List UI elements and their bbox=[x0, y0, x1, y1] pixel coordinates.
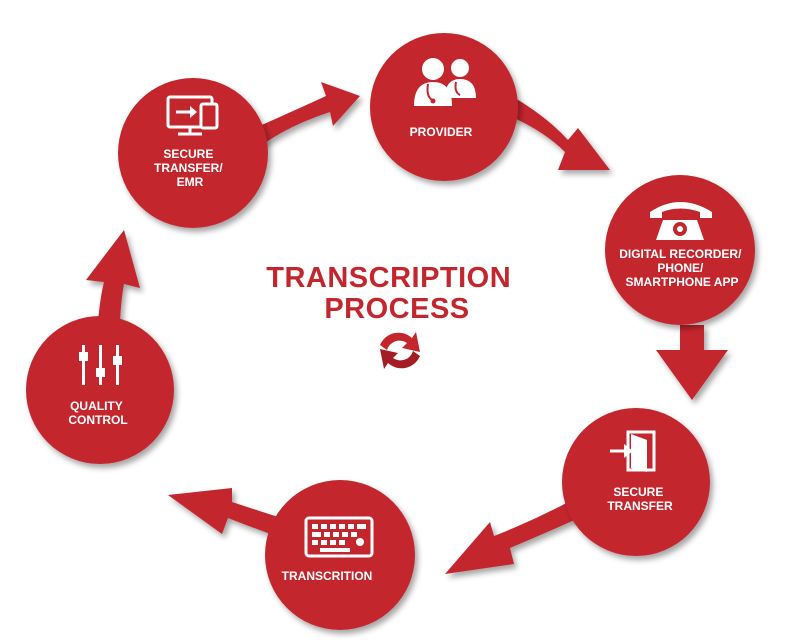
equalizer-sliders-icon bbox=[79, 345, 122, 385]
keyboard-icon bbox=[304, 516, 374, 558]
node-label-digital-recorder: DIGITAL RECORDER/ PHONE/ SMARTPHONE APP bbox=[619, 247, 745, 289]
node-provider: PROVIDER bbox=[370, 33, 518, 181]
arrow-provider-to-recorder bbox=[512, 98, 610, 170]
arrow-transcription-to-quality bbox=[168, 488, 294, 540]
node-label-provider: PROVIDER bbox=[410, 125, 473, 139]
node-quality-control: QUALITY CONTROL bbox=[26, 316, 174, 464]
node-label-quality-control: QUALITY CONTROL bbox=[68, 399, 127, 427]
node-label-secure-transfer: SECURE TRANSFER bbox=[607, 485, 673, 513]
node-label-transcription: TRANSCRITION bbox=[282, 569, 373, 583]
diagram-title: TRANSCRIPTION PROCESS bbox=[266, 262, 520, 325]
arrow-recorder-to-securetransfer bbox=[656, 325, 728, 400]
node-label-secure-transfer-emr: SECURE TRANSFER/ EMR bbox=[154, 147, 226, 189]
doctors-icon bbox=[414, 58, 476, 106]
door-enter-icon bbox=[610, 430, 656, 472]
node-transcription: TRANSCRITION bbox=[265, 480, 415, 630]
node-secure-transfer: SECURE TRANSFER bbox=[562, 408, 710, 556]
monitor-phone-transfer-icon bbox=[166, 95, 219, 136]
arrow-securetransfer-to-transcription bbox=[445, 497, 588, 574]
refresh-cycle-icon bbox=[380, 332, 420, 369]
node-secure-transfer-emr: SECURE TRANSFER/ EMR bbox=[118, 78, 268, 228]
telephone-icon bbox=[650, 202, 712, 240]
node-digital-recorder: DIGITAL RECORDER/ PHONE/ SMARTPHONE APP bbox=[605, 175, 755, 325]
arrow-emr-to-provider bbox=[255, 82, 360, 145]
arrow-quality-to-emr bbox=[86, 230, 140, 322]
